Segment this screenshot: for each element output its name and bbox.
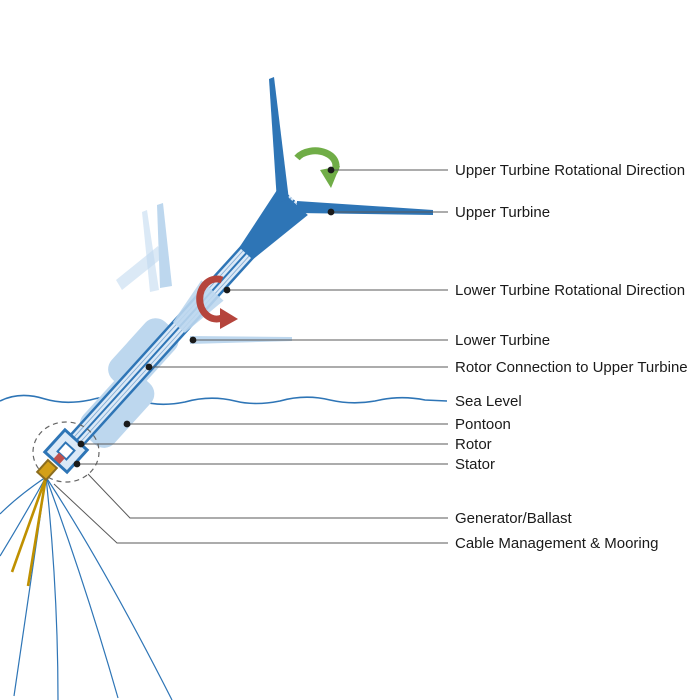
dot-upper-turbine <box>327 208 335 216</box>
labels: Upper Turbine Rotational Direction Upper… <box>455 162 688 552</box>
lower-turbine-blade <box>116 246 162 290</box>
label-pontoon: Pontoon <box>455 416 511 433</box>
dot-rotor <box>77 440 85 448</box>
label-lower-rotation: Lower Turbine Rotational Direction <box>455 282 685 299</box>
dot-lower-rotation <box>223 286 231 294</box>
dot-stator <box>73 460 81 468</box>
lower-rotation-arrowhead <box>220 308 238 329</box>
generator-highlight-circle <box>32 421 100 483</box>
lower-turbine <box>116 203 292 344</box>
mooring-line <box>45 476 59 700</box>
leader-lines <box>53 169 448 544</box>
dot-rotor-connection <box>145 363 153 371</box>
label-lower-turbine: Lower Turbine <box>455 332 550 349</box>
export-cable <box>10 476 48 573</box>
mooring-line <box>0 476 47 557</box>
leader-dots <box>73 166 335 468</box>
dot-lower-turbine <box>189 336 197 344</box>
lower-turbine-blade <box>157 203 172 288</box>
label-upper-rotation: Upper Turbine Rotational Direction <box>455 162 685 179</box>
upper-turbine-blade <box>269 77 289 202</box>
mooring-line <box>0 476 47 515</box>
label-rotor-connection: Rotor Connection to Upper Turbine <box>455 359 688 376</box>
label-sea-level: Sea Level <box>455 393 522 410</box>
lower-turbine-blade <box>142 210 159 292</box>
lower-rotation-arrow <box>196 275 238 329</box>
label-rotor: Rotor <box>455 436 492 453</box>
generator-assembly <box>32 421 100 483</box>
export-cable <box>26 476 48 587</box>
lower-rotation-arc <box>196 275 224 323</box>
label-cable-mooring: Cable Management & Mooring <box>455 535 658 552</box>
dot-pontoon <box>123 420 131 428</box>
label-upper-turbine: Upper Turbine <box>455 204 550 221</box>
upper-turbine <box>269 77 433 215</box>
upper-turbine-nacelle <box>239 188 308 260</box>
mooring-line <box>45 476 119 699</box>
upper-rotation-arrow <box>294 147 340 188</box>
sea-level-wave <box>0 394 448 406</box>
leader-cable-mooring <box>53 483 448 544</box>
structure-axis <box>59 188 308 459</box>
dot-upper-rotation <box>327 166 335 174</box>
upper-rotation-arrowhead <box>320 166 340 188</box>
label-stator: Stator <box>455 456 495 473</box>
rotor-magnet <box>53 452 65 465</box>
leader-generator-ballast <box>87 473 448 519</box>
upper-turbine-blade <box>297 201 433 215</box>
mooring-line <box>45 476 173 700</box>
mooring-lines <box>0 476 173 700</box>
rotor-core <box>56 441 76 461</box>
label-generator-ballast: Generator/Ballast <box>455 510 573 527</box>
ballast-weight <box>35 458 59 482</box>
ballast-box <box>35 458 59 482</box>
